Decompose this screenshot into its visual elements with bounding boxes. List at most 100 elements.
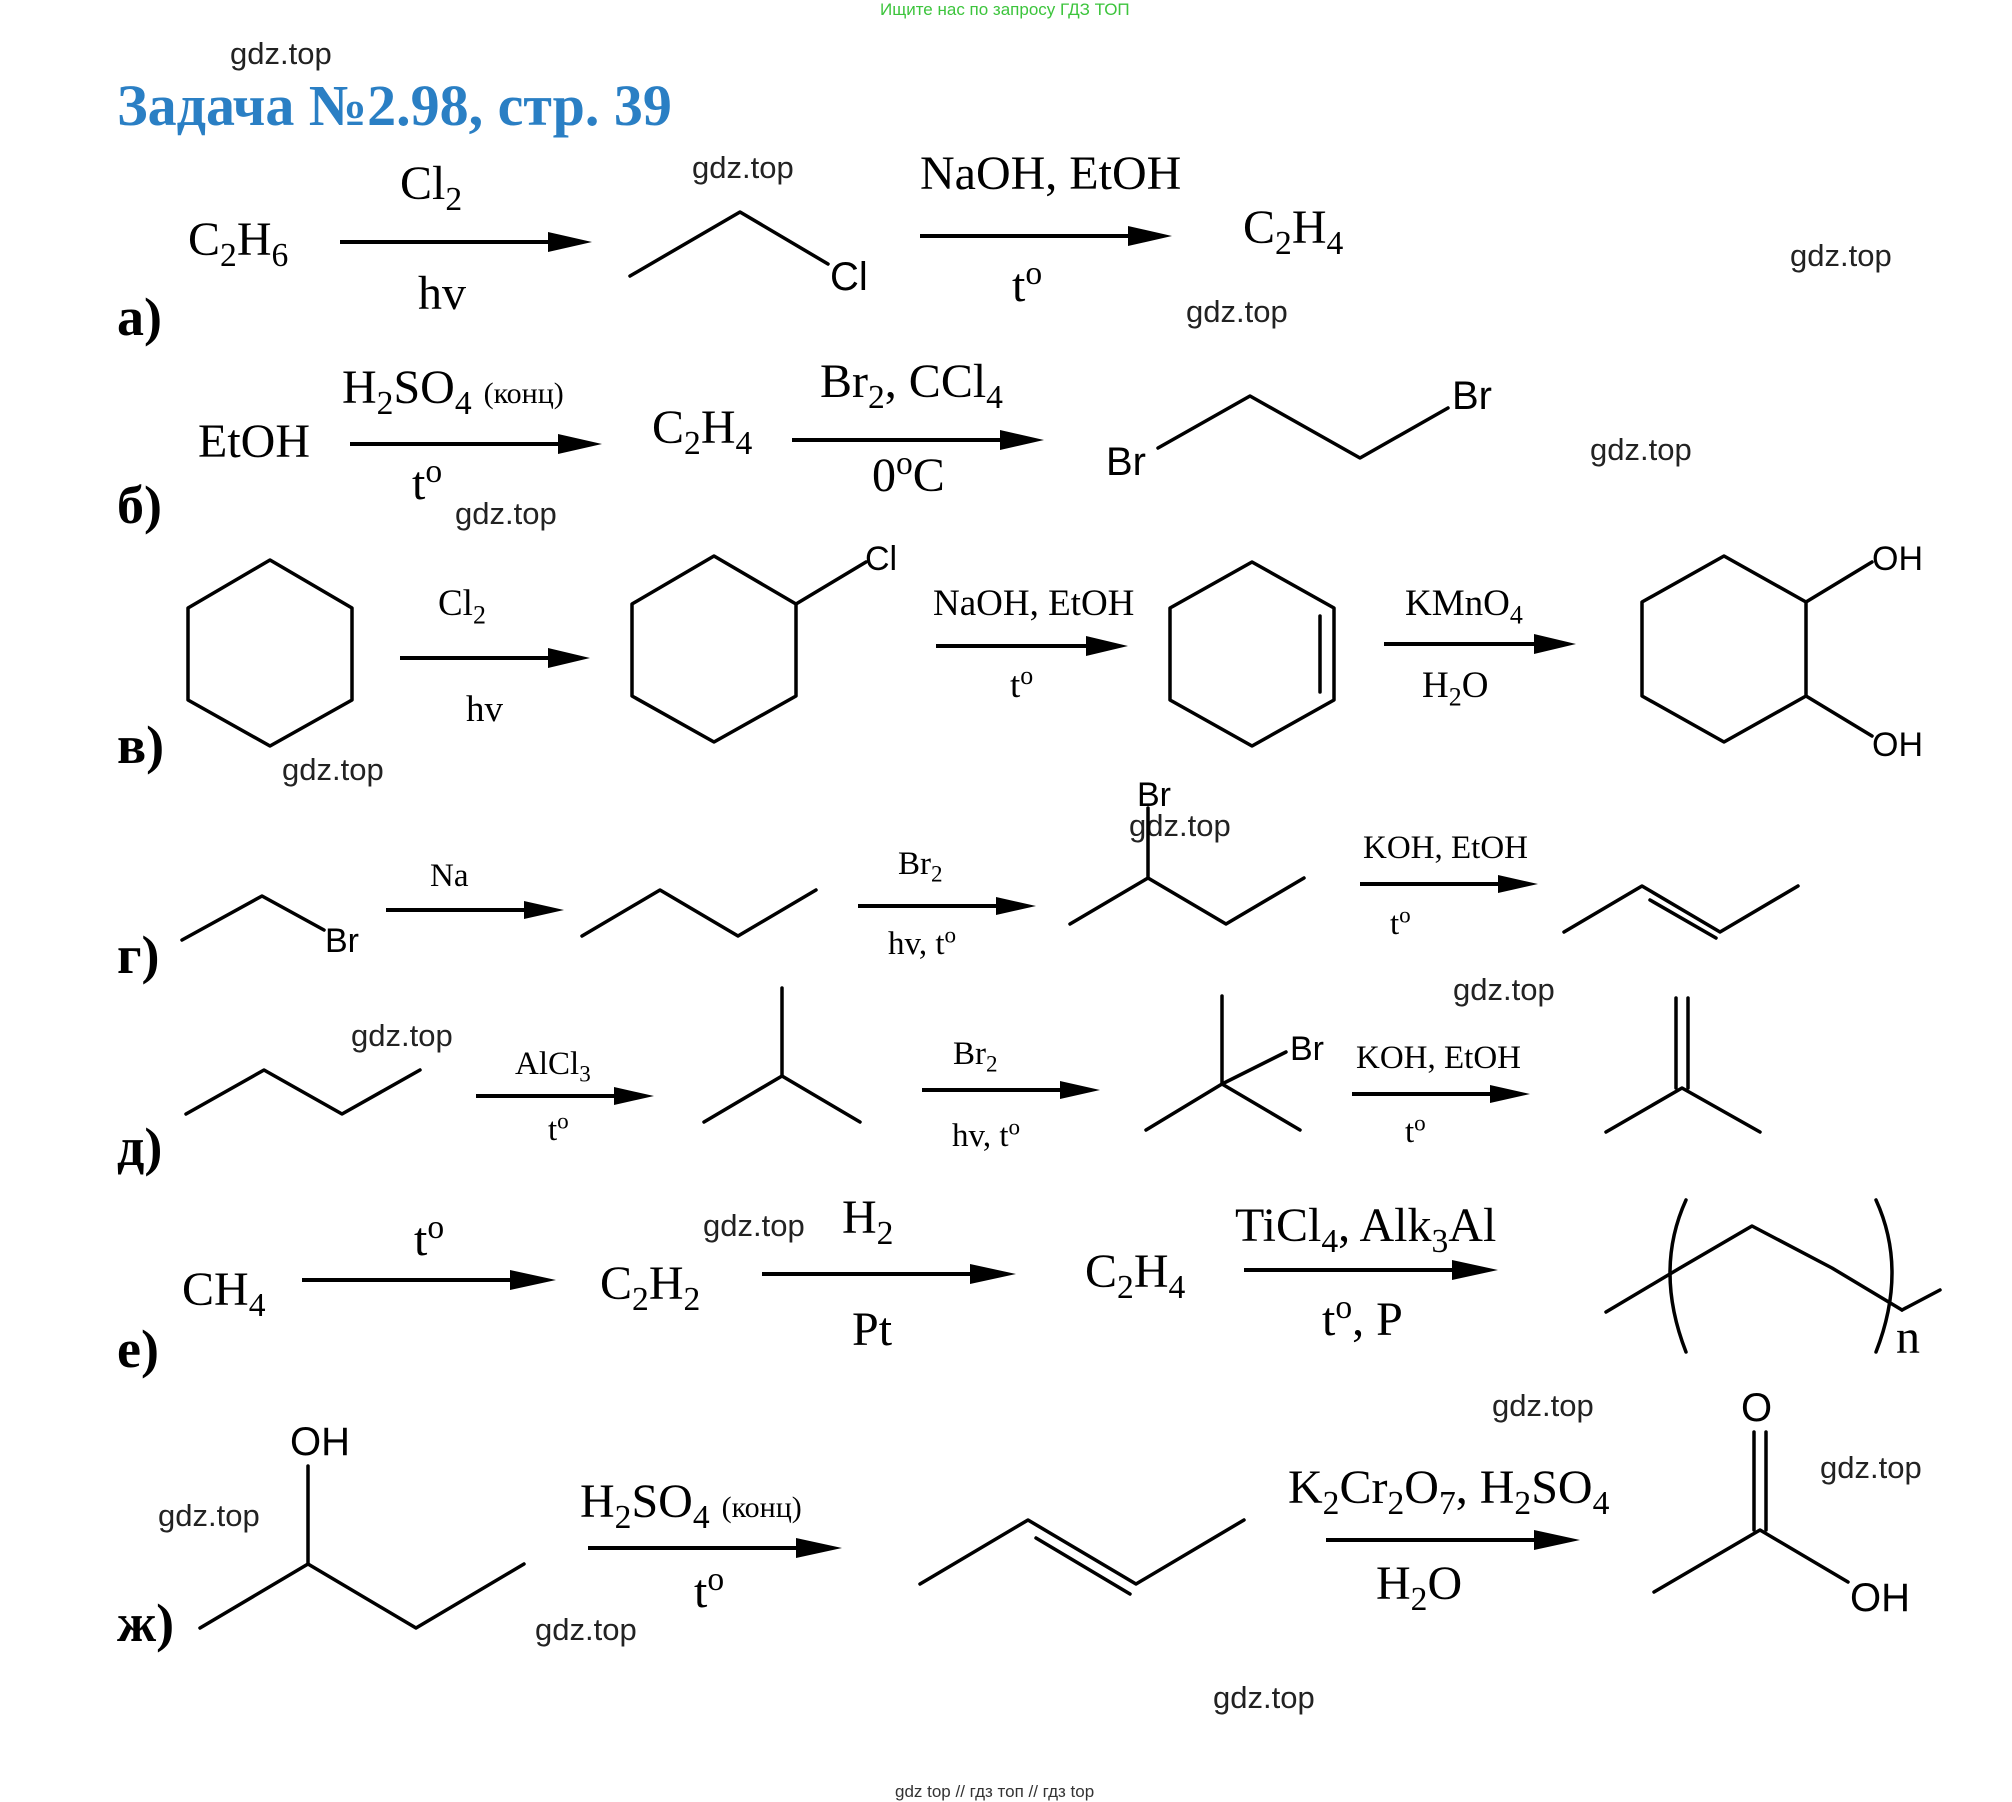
watermark: gdz.top	[1790, 238, 1892, 273]
double-bond	[1648, 898, 1718, 940]
arrow-4	[792, 430, 1044, 450]
reagent-h2o: H2O	[1376, 1557, 1463, 1618]
reagent-br2-ccl4: Br2, CCl4	[820, 355, 1003, 416]
top-banner[interactable]: Ищите нас по запросу ГДЗ ТОП	[880, 0, 1130, 19]
formula-ethene: C2H4	[1243, 201, 1344, 262]
reagent-ziegler: TiCl4, Alk3Al	[1235, 1199, 1497, 1260]
cyclohexene-ring	[1168, 560, 1336, 748]
arrow-16	[1244, 1260, 1498, 1280]
arrow-1	[340, 232, 592, 252]
footer-links[interactable]: gdz top // гдз топ // гдз top	[895, 1782, 1095, 1801]
chloroethane-skeleton	[628, 210, 830, 278]
arrow-2	[920, 226, 1172, 246]
butane-skeleton	[580, 888, 818, 938]
cyclohexanediol-ring	[1640, 554, 1808, 744]
atom-oh: OH	[1872, 726, 1923, 764]
atom-br: Br	[1137, 776, 1171, 814]
label-b: б)	[117, 475, 162, 535]
label-v: в)	[117, 715, 165, 775]
watermark: gdz.top	[455, 496, 557, 531]
polyethylene	[1604, 1198, 1942, 1354]
acetic-acid-skeleton	[1652, 1528, 1850, 1594]
label-a: а)	[117, 287, 162, 347]
watermark: gdz.top	[692, 150, 794, 185]
reagent-br2: Br2	[898, 846, 943, 887]
reagent-h2o: H2O	[1422, 665, 1489, 712]
c-cl-bond	[794, 560, 868, 606]
arrow-3	[350, 434, 602, 454]
watermark: gdz.top	[1492, 1388, 1594, 1423]
arrow-10	[1360, 875, 1538, 893]
isobutane-skeleton	[702, 1074, 862, 1124]
condition-t: to	[1405, 1109, 1426, 1150]
atom-oh: OH	[1872, 540, 1923, 578]
condition-t: to	[548, 1107, 569, 1148]
arrow-13	[1352, 1085, 1530, 1103]
condition-t: to	[412, 453, 443, 510]
arrow-18	[1326, 1530, 1580, 1550]
bromobutane-skeleton	[1068, 876, 1306, 926]
arrow-15	[762, 1264, 1016, 1284]
watermark: gdz.top	[158, 1498, 260, 1533]
butane-skeleton	[184, 1068, 422, 1116]
reagent-na: Na	[430, 858, 469, 894]
watermark: gdz.top	[1453, 972, 1555, 1007]
formula-ethene: C2H4	[652, 401, 753, 462]
condition-hv-t: hv, to	[888, 921, 957, 962]
reagent-koh-etoh: KOH, EtOH	[1363, 830, 1528, 866]
atom-cl: Cl	[830, 255, 868, 299]
formula-methane: CH4	[182, 1263, 266, 1324]
isobutene-skeleton	[1604, 1086, 1762, 1134]
atom-br: Br	[325, 922, 359, 960]
butanol-skeleton	[198, 1562, 526, 1630]
condition-t: to	[414, 1209, 445, 1266]
c-oh-bond	[1804, 560, 1874, 604]
arrow-14	[302, 1270, 556, 1290]
condition-hv: hv	[466, 689, 503, 730]
arrow-7	[1384, 634, 1576, 654]
reagent-cl2: Cl2	[438, 583, 486, 630]
watermark: gdz.top	[703, 1208, 805, 1243]
condition-t: to	[1390, 901, 1411, 942]
formula-etoh: EtOH	[198, 415, 310, 468]
reagent-naoh-etoh: NaOH, EtOH	[920, 147, 1182, 200]
chlorocyclohexane-ring	[630, 554, 798, 744]
polymer-n: n	[1896, 1311, 1920, 1364]
reagent-h2so4: H2SO4 (конц)	[580, 1475, 802, 1536]
watermark: gdz.top	[1186, 294, 1288, 329]
formula-ethyne: C2H2	[600, 1257, 701, 1318]
arrow-12	[922, 1081, 1100, 1099]
page-title: Задача №2.98, стр. 39	[117, 73, 672, 138]
reagent-kmno4: KMnO4	[1405, 583, 1523, 630]
watermark: gdz.top	[230, 36, 332, 71]
atom-oh: OH	[1850, 1576, 1910, 1620]
watermark: gdz.top	[1213, 1680, 1315, 1715]
atom-o: O	[1741, 1386, 1773, 1430]
reagent-h2so4: H2SO4 (конц)	[342, 361, 564, 422]
atom-br: Br	[1290, 1030, 1324, 1068]
watermark: gdz.top	[351, 1018, 453, 1053]
arrow-11	[476, 1087, 654, 1105]
formula-ethene: C2H4	[1085, 1245, 1186, 1306]
condition-t: to	[1010, 661, 1034, 706]
reagent-cl2: Cl2	[400, 157, 463, 218]
reagent-dichromate: K2Cr2O7, H2SO4	[1288, 1461, 1610, 1522]
dibromoethane-skeleton	[1156, 394, 1450, 460]
reagent-h2: H2	[842, 1191, 894, 1252]
bromoethane-skeleton	[180, 894, 326, 942]
condition-hv-t: hv, to	[952, 1113, 1021, 1154]
watermark: gdz.top	[1129, 808, 1231, 843]
arrow-9	[858, 897, 1036, 915]
watermark: gdz.top	[1590, 432, 1692, 467]
arrow-17	[588, 1538, 842, 1558]
formula-ethane: C2H6	[188, 213, 289, 274]
label-e: е)	[117, 1319, 159, 1379]
label-zh: ж)	[117, 1593, 175, 1653]
watermark: gdz.top	[535, 1612, 637, 1647]
condition-0c: 0oC	[872, 445, 945, 502]
double-bond	[1034, 1536, 1132, 1596]
arrow-5	[400, 648, 590, 668]
c-oh-bond	[1804, 694, 1874, 738]
label-g: г)	[117, 925, 160, 985]
catalyst-pt: Pt	[852, 1303, 893, 1356]
